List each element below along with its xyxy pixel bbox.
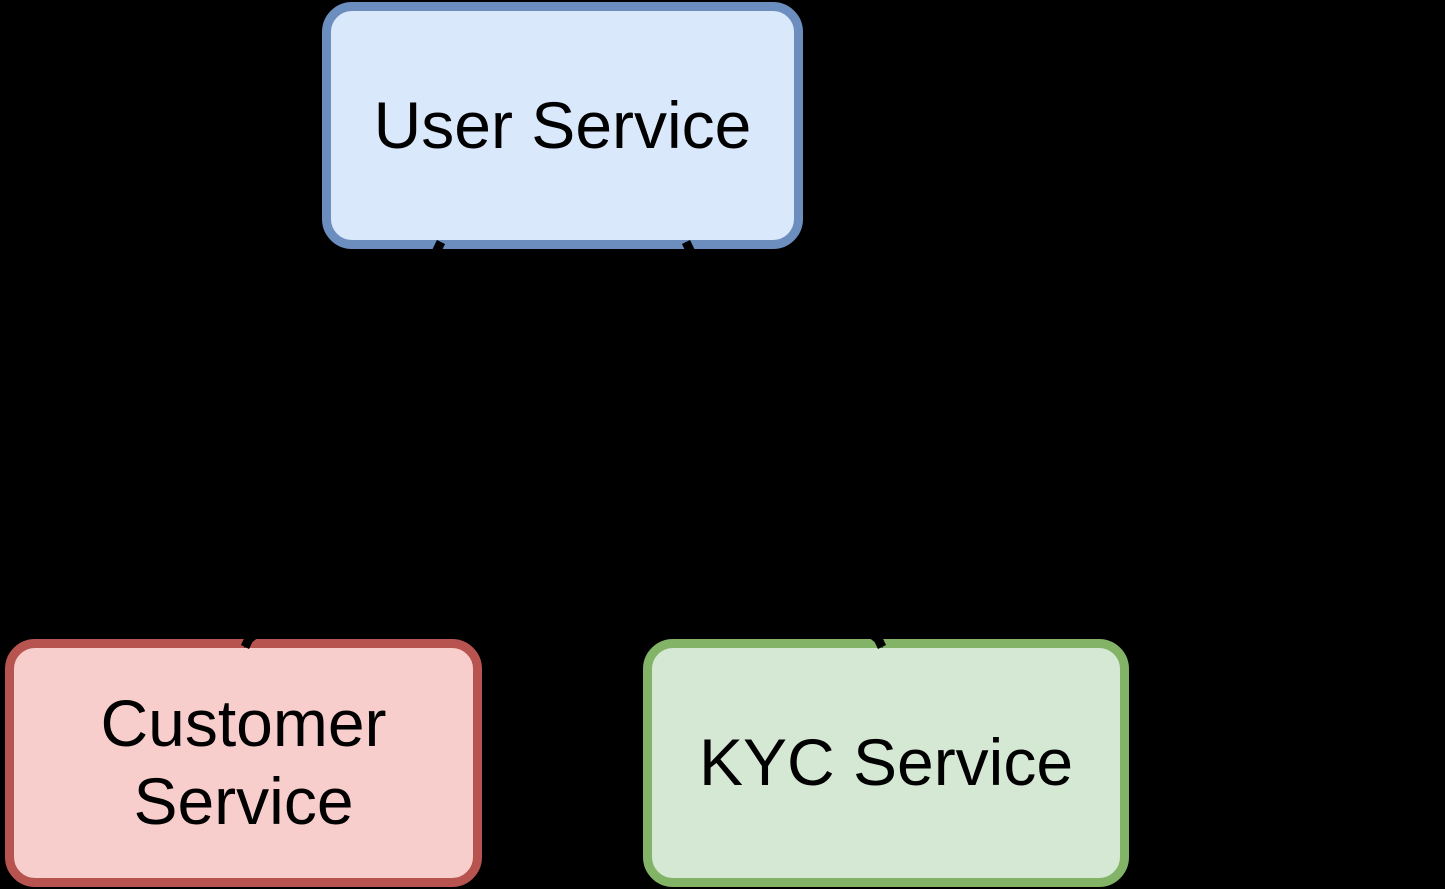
- edge-user-to-customer: [240, 240, 446, 649]
- node-user-service: User Service: [322, 2, 803, 249]
- node-kyc-service-label: KYC Service: [698, 725, 1074, 800]
- node-customer-service: Customer Service: [5, 639, 482, 887]
- node-user-service-label: User Service: [373, 87, 752, 162]
- node-customer-service-label: Customer Service: [100, 686, 387, 838]
- edge-user-to-kyc: [681, 240, 887, 649]
- node-kyc-service: KYC Service: [643, 639, 1129, 887]
